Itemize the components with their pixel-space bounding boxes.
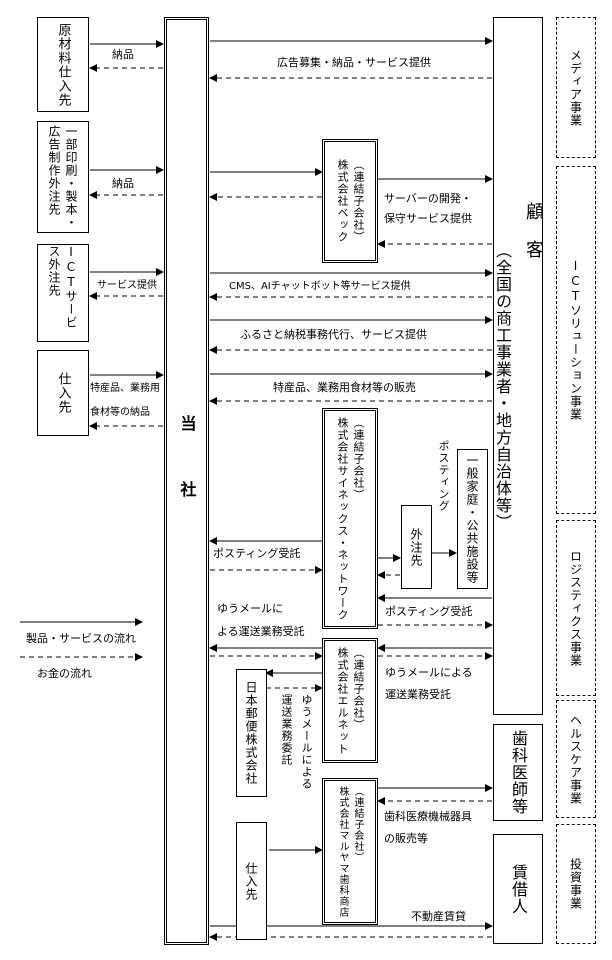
posting-outsourcer: 外注先 bbox=[401, 505, 432, 589]
flow-yu-commission-b: ゆうメールによる bbox=[300, 694, 313, 790]
legend-money: お金の流れ bbox=[37, 667, 92, 680]
segment-health: ヘルスケア事業 bbox=[556, 700, 596, 818]
flow-server-label-1: サーバーの開発・ bbox=[384, 192, 472, 205]
japan-post-box: 日本郵便株式会社 bbox=[236, 669, 267, 797]
flow-special-label: 特産品、業務用食材等の販売 bbox=[273, 381, 416, 394]
company-box: 当社 bbox=[164, 17, 209, 945]
flow-posting-left-label: ポスティング受託 bbox=[213, 547, 301, 560]
subsidiary-elnet: （連結子会社） 株式会社エルネット bbox=[322, 638, 378, 763]
purchase-supplier-2: 仕入先 bbox=[236, 822, 267, 940]
flow-ad-label: 広告募集・納品・サービス提供 bbox=[277, 56, 431, 69]
customer-dentists: 歯科医師等 bbox=[493, 724, 543, 821]
posting-label: ポスティング bbox=[437, 440, 450, 512]
legend-product: 製品・サービスの流れ bbox=[26, 632, 136, 645]
flow-posting-right-label: ポスティング受託 bbox=[385, 605, 473, 618]
subsidiary-bec: （連結子会社） 株式会社ベック bbox=[322, 139, 378, 263]
customer-lessee: 賃借人 bbox=[493, 834, 543, 944]
flow-yu-left-label-2: よる運送業務受託 bbox=[217, 625, 305, 638]
printing-outsourcer: 一部印刷・製本・ 広告制作外注先 bbox=[37, 121, 89, 233]
ict-outsourcer: ICTサービス外注先 bbox=[37, 244, 89, 342]
segment-media: メディア事業 bbox=[556, 17, 596, 158]
special-goods-label-1: 特産品、業務用 bbox=[90, 383, 160, 394]
special-goods-label-2: 食材等の納品 bbox=[90, 407, 150, 418]
customer-main: 顧 客 （全国の商工事業者・地方自治体等） bbox=[493, 17, 544, 715]
subsidiary-maruyama: （連結子会社） 株式会社マルヤマ歯科商店 bbox=[322, 778, 378, 925]
subsidiary-sainex: （連結子会社） 株式会社サイネックス・ネットワーク bbox=[322, 408, 378, 629]
service-label: サービス提供 bbox=[97, 280, 157, 291]
flow-yu-right-label-1: ゆうメールによる bbox=[385, 666, 473, 679]
flow-dental-label-2: の販売等 bbox=[384, 832, 428, 845]
households-box: 一般家庭・公共施設等 bbox=[457, 449, 488, 589]
flow-yu-right-label-2: 運送業務受託 bbox=[385, 688, 451, 701]
flow-yu-left-label-1: ゆうメールに bbox=[217, 602, 283, 615]
raw-material-supplier: 原材料仕入先 bbox=[37, 17, 89, 112]
segment-invest: 投資事業 bbox=[556, 824, 596, 944]
delivery-label-1: 納品 bbox=[112, 48, 134, 61]
flow-furusato-label: ふるさと納税事務代行、サービス提供 bbox=[240, 328, 427, 341]
flow-realestate-label: 不動産賃貸 bbox=[411, 910, 466, 923]
flow-yu-commission-a: 運送業務委託 bbox=[280, 694, 293, 766]
segment-logistics: ロジスティクス事業 bbox=[556, 520, 596, 696]
purchase-supplier: 仕入先 bbox=[37, 350, 89, 436]
flow-server-label-2: 保守サービス提供 bbox=[384, 212, 472, 225]
flow-cms-label: CMS、AIチャットボット等サービス提供 bbox=[229, 281, 411, 292]
segment-ict: ICTソリューション事業 bbox=[556, 166, 596, 514]
flow-dental-label-1: 歯科医療機械器具 bbox=[384, 810, 472, 823]
delivery-label-2: 納品 bbox=[112, 177, 134, 190]
